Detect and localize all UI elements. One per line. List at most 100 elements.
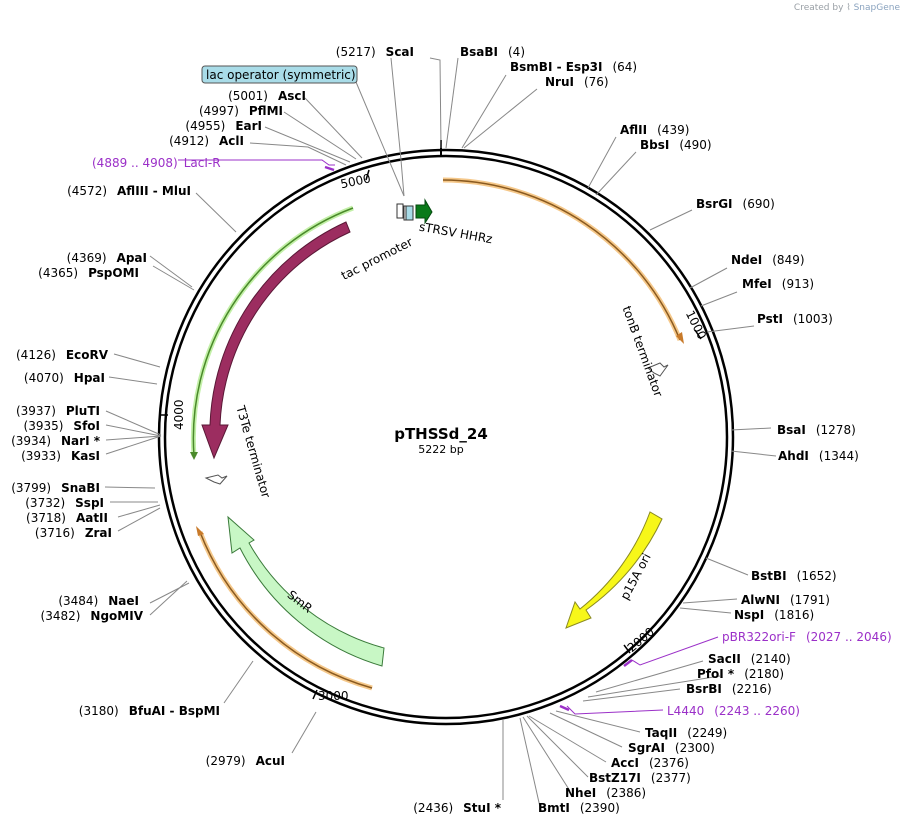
site-aatii: (3718)AatII <box>26 511 108 525</box>
tick-label-5000: 5000 <box>339 171 372 191</box>
leader-acci <box>528 715 607 763</box>
site-snabi: (3799)SnaBI <box>11 481 100 495</box>
leader-ahdi <box>730 450 777 457</box>
plasmid-size: 5222 bp <box>418 443 463 456</box>
primer-range: (2027 .. 2046) <box>806 630 892 644</box>
created-by-credit: Created by ⌇ SnapGene <box>794 3 900 13</box>
leader-nhei <box>522 716 571 792</box>
site-mfei: MfeI(913) <box>742 277 814 291</box>
site-bstbi: BstBI(1652) <box>751 569 837 583</box>
plasmid-name: pTHSSd_24 <box>394 425 488 443</box>
site-acui: (2979)AcuI <box>206 754 285 768</box>
feature-tac-promoter-label: tac promoter <box>339 235 415 283</box>
site-psti: PstI(1003) <box>757 312 833 326</box>
leader-afliii <box>195 192 237 233</box>
site-bsai: BsaI(1278) <box>777 423 856 437</box>
site-acli: (4912)AclI <box>169 134 244 148</box>
primer-range: (4889 .. 4908) <box>92 156 178 170</box>
leader-bbsi <box>595 151 637 196</box>
leader-scai <box>390 57 405 197</box>
leader-alwni <box>682 598 738 604</box>
site-hpai: (4070)HpaI <box>24 371 105 385</box>
feature-lacI-arrow <box>201 221 351 460</box>
leader-bstz17i <box>526 715 589 778</box>
site-nrui: NruI(76) <box>545 75 609 89</box>
primer-lacI-r-mark <box>324 165 335 172</box>
tick-label-3000: 3000 <box>318 689 349 703</box>
feature-orange-top-core <box>442 179 681 341</box>
site-afliii-mlui: (4572)AflIII - MluI <box>67 184 191 198</box>
site-sfoi: (3935)SfoI <box>24 419 100 433</box>
leader-psti <box>706 325 755 333</box>
site-bmti: BmtI(2390) <box>538 801 620 815</box>
site-sacii: SacII(2140) <box>708 652 791 666</box>
site-pluti: (3937)PluTI <box>16 404 100 418</box>
primer-l4440: L4440(2243 .. 2260) <box>667 704 800 718</box>
site-nari: (3934)NarI * <box>11 434 101 448</box>
primer-name: L4440 <box>667 704 704 718</box>
tick-3000 <box>312 689 318 700</box>
leader-pflmi <box>283 111 357 160</box>
leader-bmti <box>519 717 541 808</box>
leader-naei <box>149 582 190 604</box>
leader-snabi <box>104 486 156 489</box>
primer-lacI-r-line <box>178 159 335 166</box>
site-acci: AccI(2376) <box>611 756 689 770</box>
credit-brand: SnapGene <box>853 3 900 13</box>
site-nhei: NheI(2386) <box>565 786 646 800</box>
site-eari: (4955)EarI <box>185 119 262 133</box>
credit-prefix: Created by <box>793 3 844 13</box>
leader-pluti <box>105 410 162 436</box>
leader-pfoi <box>587 675 721 698</box>
site-labels-left: (5217)ScaI (2436)StuI * (2979)AcuI (3180… <box>11 45 502 815</box>
leader-mfei <box>700 291 738 307</box>
site-bfuai-bspmi: (3180)BfuAI - BspMI <box>79 704 220 718</box>
site-ahdi: AhdI(1344) <box>778 449 859 463</box>
leader-sfoi <box>105 424 162 437</box>
leader-sacii <box>595 660 704 693</box>
leader-taqii <box>555 710 641 733</box>
leader-ndei <box>689 267 728 289</box>
leader-bsmbi <box>461 74 507 149</box>
leader-eari <box>264 126 351 163</box>
site-sspi: (3732)SspI <box>25 496 104 510</box>
leader-apai <box>149 255 193 288</box>
feature-green-arrowhead <box>190 452 198 460</box>
tick-label-4000: 4000 <box>172 399 186 430</box>
site-scai: (5217)ScaI <box>336 45 414 59</box>
leader-acli <box>249 142 347 166</box>
site-ecorv: (4126)EcoRV <box>16 348 109 362</box>
leader-sgrai <box>549 712 623 748</box>
site-ndei: NdeI(849) <box>731 253 805 267</box>
leader-bsrgi <box>649 209 693 231</box>
primer-l4440-mark <box>559 704 570 712</box>
site-naei: (3484)NaeI <box>58 594 139 608</box>
leader-bsabi <box>445 57 459 149</box>
leader-hpai <box>108 376 158 385</box>
tick-2000 <box>623 644 631 654</box>
leader-nrui <box>463 88 538 149</box>
site-pspomi: (4365)PspOMI <box>38 266 139 280</box>
leader-nspi <box>679 607 732 614</box>
leader-zrai <box>117 507 161 532</box>
primer-lines <box>178 159 719 715</box>
leader-ecorv <box>113 353 161 368</box>
primer-pbr322ori-f-mark <box>623 659 633 667</box>
site-stui: (2436)StuI * <box>413 801 501 815</box>
feature-lacI-label: lacI <box>253 304 273 328</box>
site-alwni: AlwNI(1791) <box>741 593 830 607</box>
feature-smr-arrow <box>227 515 385 667</box>
T3Te-terminator-icon <box>204 474 228 485</box>
leader-bsai <box>730 427 772 431</box>
site-aflii: AflII(439) <box>620 123 689 137</box>
site-sgrai: SgrAI(2300) <box>628 741 715 755</box>
leader-kasi <box>105 435 162 455</box>
primer-l4440-line <box>566 705 664 715</box>
site-bsabi: BsaBI(4) <box>460 45 525 59</box>
site-pfoi: PfoI *(2180) <box>697 667 784 681</box>
primer-pbr322ori-f: pBR322ori-F(2027 .. 2046) <box>722 630 892 644</box>
leader-ngomiv <box>149 580 188 616</box>
leader-bstbi <box>705 557 749 576</box>
site-labels-right: BsaBI(4) BsmBI - Esp3I(64) NruI(76) AflI… <box>460 45 859 815</box>
site-nspi: NspI(1816) <box>734 608 814 622</box>
